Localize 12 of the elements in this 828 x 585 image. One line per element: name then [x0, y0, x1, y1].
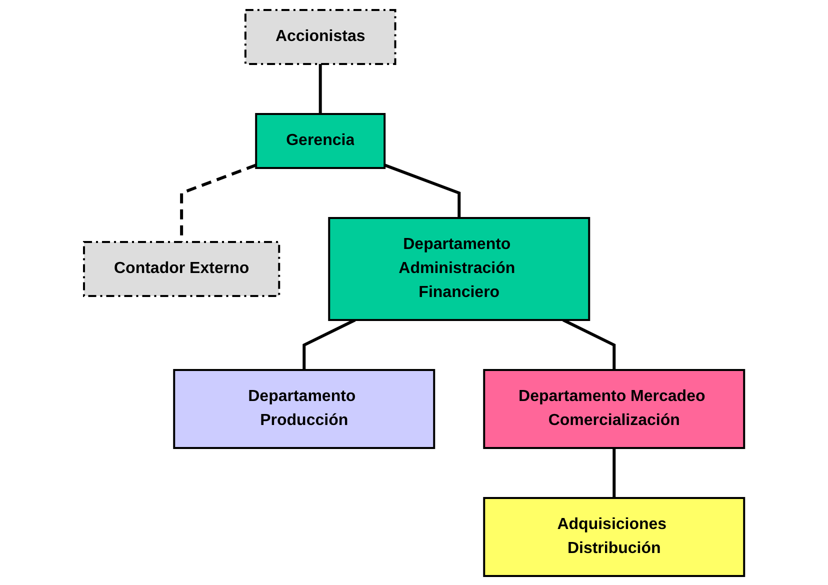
connector — [302, 318, 356, 370]
node-box: Departamento Producción — [173, 368, 436, 448]
node-box: Contador Externo — [82, 240, 280, 296]
connector — [318, 64, 322, 114]
node-box: Departamento Administración Financiero — [328, 216, 590, 320]
connector — [384, 163, 461, 218]
node-box: Gerencia — [255, 112, 386, 168]
node-box: Adquisiciones Distribución — [483, 496, 746, 576]
node-box: Accionistas — [244, 8, 396, 64]
connector — [612, 448, 616, 498]
connector — [562, 318, 616, 370]
node-box: Departamento Mercadeo Comercialización — [483, 368, 746, 448]
